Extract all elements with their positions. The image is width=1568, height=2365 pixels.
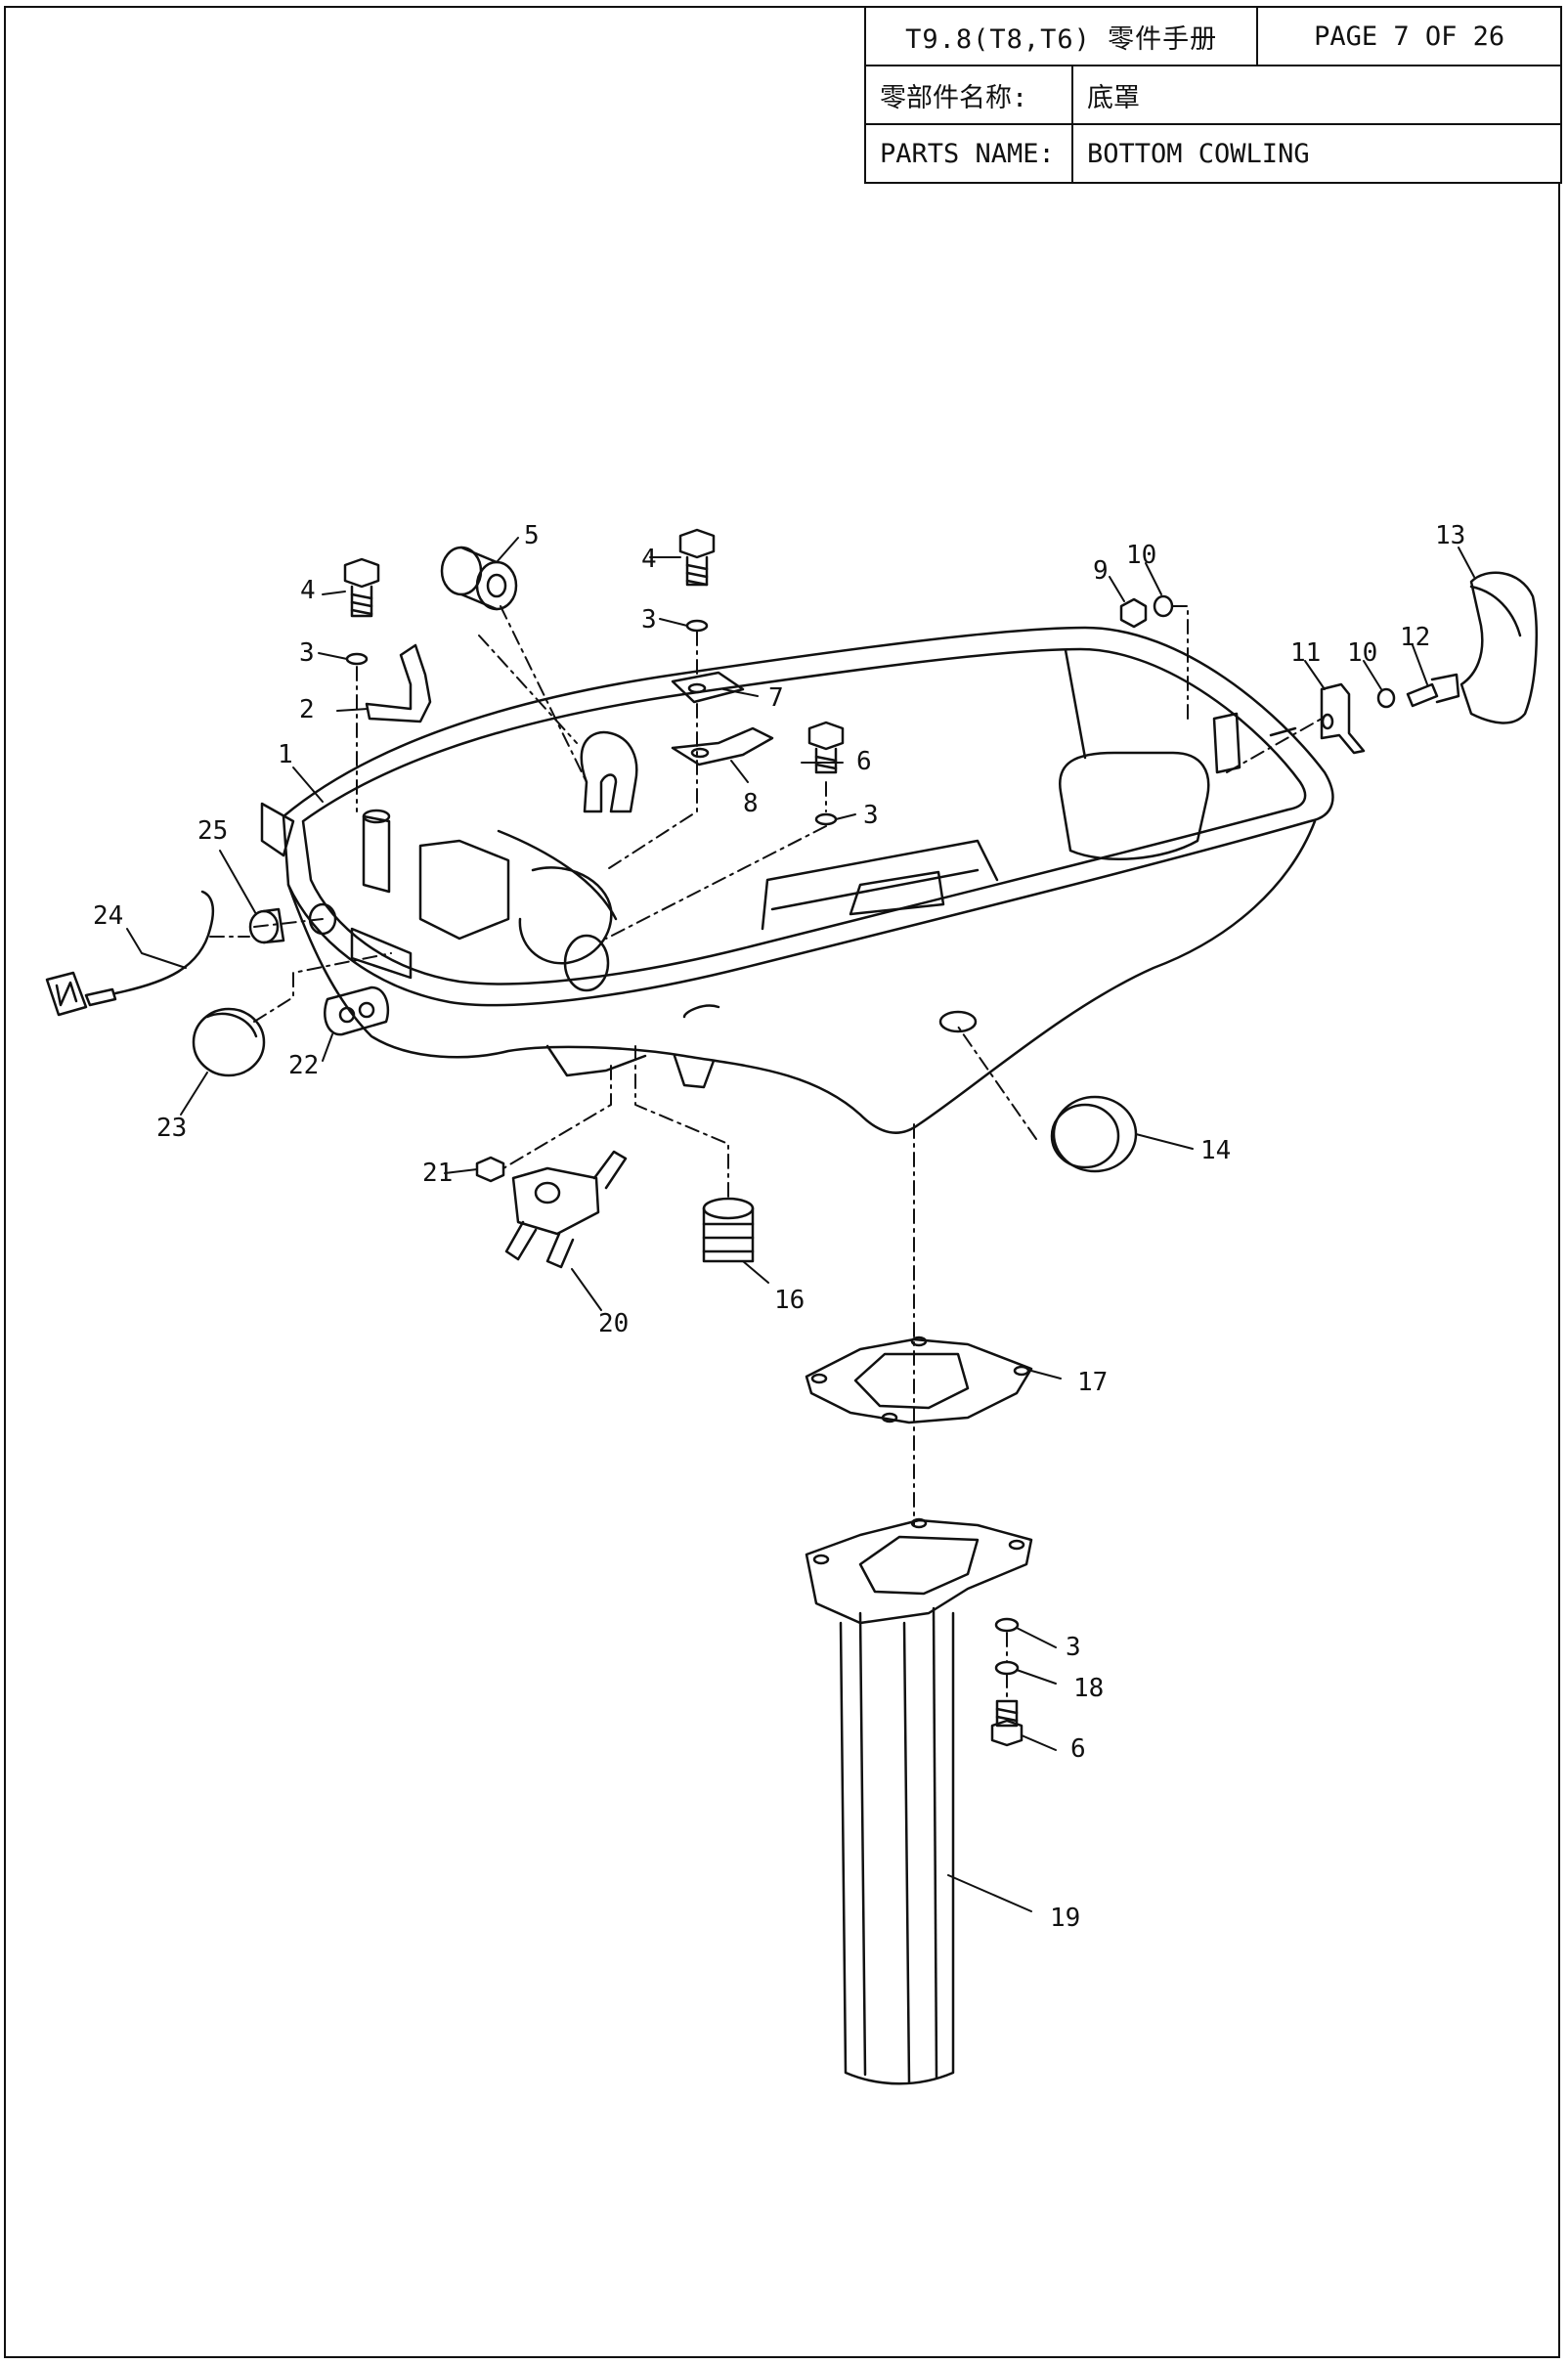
washer-part-3-lower (994, 1617, 1020, 1633)
callout-2: 2 (299, 695, 315, 724)
callout-3-lower: 3 (1066, 1633, 1081, 1662)
callout-22: 22 (288, 1051, 319, 1080)
bolt-part-6-lower (990, 1699, 1024, 1747)
callout-25: 25 (197, 816, 228, 846)
callout-6-upper: 6 (856, 747, 872, 776)
page-border (4, 6, 1560, 2358)
callout-5: 5 (524, 521, 540, 550)
callout-11: 11 (1290, 638, 1321, 668)
callout-1: 1 (278, 740, 293, 769)
callout-8: 8 (743, 789, 759, 818)
callout-23: 23 (156, 1114, 187, 1143)
fitting-part-25 (248, 907, 285, 944)
callout-19: 19 (1050, 1904, 1080, 1933)
bolt-part-4-left (343, 557, 380, 618)
callout-14: 14 (1200, 1136, 1231, 1165)
plug-part-14 (1050, 1095, 1138, 1173)
callout-13: 13 (1435, 521, 1465, 550)
connector-part-20 (504, 1150, 628, 1269)
washer-part-3-right (814, 812, 838, 826)
callout-3-right: 3 (863, 801, 879, 830)
callout-3-center: 3 (641, 605, 657, 635)
callout-17: 17 (1077, 1368, 1108, 1397)
bolt-part-4-center (678, 528, 716, 587)
grommet-part-22 (324, 985, 390, 1036)
clamp-part (580, 730, 638, 813)
bolt-part-12 (1406, 673, 1460, 708)
plate-part-7 (671, 671, 745, 704)
title-block: T9.8(T8,T6) 零件手册 PAGE 7 OF 26 零部件名称: 底罩 … (863, 6, 1562, 184)
page-number: PAGE 7 OF 26 (1256, 6, 1562, 66)
callout-labels: 1 2 3 3 3 3 4 4 5 6 6 7 8 9 10 10 11 12 … (93, 521, 1465, 1933)
callout-16: 16 (774, 1286, 805, 1315)
callout-4-center: 4 (641, 545, 657, 574)
callout-21: 21 (422, 1159, 453, 1188)
document-title: T9.8(T8,T6) 零件手册 (863, 6, 1259, 66)
nut-part-21 (475, 1156, 505, 1183)
parts-name-label-cn: 零部件名称: (864, 65, 1073, 125)
callout-10-lower: 10 (1347, 638, 1377, 668)
callout-4-left: 4 (300, 576, 316, 605)
parts-name-value-cn: 底罩 (1071, 65, 1562, 125)
fitting-part-16 (702, 1197, 755, 1263)
bolt-part-6-upper (807, 721, 845, 774)
washer-part-10-upper (1153, 594, 1174, 618)
assembly-lines (209, 605, 1323, 1702)
callout-20: 20 (598, 1309, 629, 1338)
callout-3-left: 3 (299, 638, 315, 668)
callout-9: 9 (1093, 556, 1109, 586)
grommet-part-5 (440, 546, 518, 611)
plate-part-8 (671, 726, 774, 766)
bracket-part-11 (1320, 682, 1366, 755)
callout-24: 24 (93, 901, 123, 931)
parts-name-value-en: BOTTOM COWLING (1071, 123, 1562, 184)
plug-part-23 (192, 1007, 266, 1077)
nut-part-9 (1119, 597, 1148, 629)
gasket-part-17 (805, 1336, 1033, 1424)
washer-part-3-center (685, 619, 709, 633)
callout-6-lower: 6 (1070, 1734, 1086, 1764)
parts-name-label-en: PARTS NAME: (864, 123, 1073, 184)
leader-lines (126, 537, 1475, 1912)
bottom-cowling-part (260, 626, 1334, 1134)
mount-plate (1212, 712, 1241, 774)
washer-part-10-lower (1376, 687, 1396, 709)
callout-10-upper: 10 (1126, 541, 1156, 570)
exhaust-tube-part-19 (805, 1517, 1033, 2085)
washer-part-18 (994, 1660, 1020, 1676)
callout-12: 12 (1400, 623, 1430, 652)
bracket-part-2 (365, 643, 432, 723)
callout-7: 7 (768, 683, 784, 713)
lever-part-13 (1459, 571, 1538, 724)
callout-18: 18 (1073, 1674, 1104, 1703)
washer-part-3-left (345, 652, 369, 666)
lanyard-part-24 (45, 890, 215, 1017)
